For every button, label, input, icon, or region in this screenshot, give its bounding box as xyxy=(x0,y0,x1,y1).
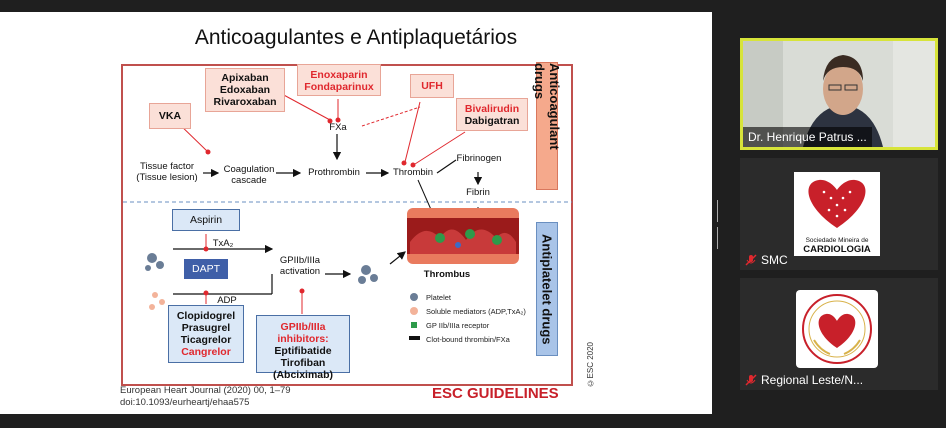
tissue-factor-line1: Tissue factor xyxy=(139,161,195,172)
fxa-label: FXa xyxy=(329,122,347,133)
participant-namebar: Regional Leste/N... xyxy=(740,370,868,390)
gp-inhibitors-heading: GPIIb/IIIa inhibitors: xyxy=(277,321,329,345)
txa2-label: TxA₂ xyxy=(212,238,234,249)
shared-slide: Anticoagulantes e Antiplaquetários xyxy=(0,12,712,414)
gp-activation-line2: activation xyxy=(279,266,321,277)
participant-tile-smc[interactable]: Sociedade Mineira de CARDIOLOGIA SMC xyxy=(740,158,938,270)
participant-tile-speaker[interactable]: Dr. Henrique Patrus ... xyxy=(740,38,938,150)
coagulation-cascade-label: Coagulation cascade xyxy=(220,164,278,186)
regional-seal-icon xyxy=(802,294,872,364)
fibrin-label: Fibrin xyxy=(466,187,490,198)
aspirin-box: Aspirin xyxy=(172,209,240,231)
direct-thrombin-inhibitors-box: Bivalirudin Dabigatran xyxy=(456,98,528,131)
tissue-factor-line2: (Tissue lesion) xyxy=(136,172,198,183)
legend-soluble-mediators: Soluble mediators (ADP,TxA₂) xyxy=(426,307,526,316)
drug-abciximab: (Abciximab) xyxy=(272,369,334,381)
drug-ticagrelor: Ticagrelor xyxy=(180,334,232,346)
participant-namebar: SMC xyxy=(740,250,793,270)
slide-title: Anticoagulantes e Antiplaquetários xyxy=(194,26,518,49)
copyright: ©ESC 2020 xyxy=(586,342,595,388)
participant-name: Dr. Henrique Patrus ... xyxy=(743,127,872,147)
adp-label: ADP xyxy=(217,295,237,306)
drug-apixaban: Apixaban xyxy=(221,72,269,84)
coag-line1: Coagulation xyxy=(223,164,275,175)
smc-logo-line2: CARDIOLOGIA xyxy=(803,244,871,255)
participant-name: SMC xyxy=(761,253,788,267)
drug-cangrelor: Cangrelor xyxy=(181,346,231,358)
antiplatelet-tab: Antiplatelet drugs xyxy=(536,222,558,356)
legend-gp-receptor: GP IIb/IIIa receptor xyxy=(426,321,490,330)
thrombin-label: Thrombin xyxy=(392,167,434,178)
fibrinogen-label: Fibrinogen xyxy=(456,153,502,164)
diagram-arrows xyxy=(123,73,572,340)
smc-logo: Sociedade Mineira de CARDIOLOGIA xyxy=(794,172,880,256)
drug-dabigatran: Dabigatran xyxy=(464,115,520,127)
vka-box: VKA xyxy=(149,103,191,129)
drug-eptifibatide: Eptifibatide xyxy=(274,345,332,357)
thrombus-illustration xyxy=(407,208,519,264)
tissue-factor-label: Tissue factor (Tissue lesion) xyxy=(130,161,204,183)
muted-mic-icon xyxy=(745,374,757,386)
drug-bivalirudin: Bivalirudin xyxy=(464,103,520,115)
coag-line2: cascade xyxy=(231,175,267,186)
muted-mic-icon xyxy=(745,254,757,266)
ufh-box: UFH xyxy=(410,74,454,98)
thrombus-label: Thrombus xyxy=(423,269,471,280)
drug-enoxaparin: Enoxaparin xyxy=(310,69,368,81)
drug-edoxaban: Edoxaban xyxy=(219,84,271,96)
drug-clopidogrel: Clopidogrel xyxy=(176,310,236,322)
heart-icon xyxy=(808,179,866,228)
drug-tirofiban: Tirofiban xyxy=(280,357,326,369)
citation: European Heart Journal (2020) 00, 1–79 d… xyxy=(120,385,291,409)
prothrombin-label: Prothrombin xyxy=(308,167,360,178)
smc-logo-line1: Sociedade Mineira de xyxy=(805,237,869,244)
p2y12-inhibitors-box: Clopidogrel Prasugrel Ticagrelor Cangrel… xyxy=(168,305,244,363)
drug-prasugrel: Prasugrel xyxy=(181,322,231,334)
esc-guidelines-logo: ESC GUIDELINES xyxy=(432,385,559,402)
dapt-box: DAPT xyxy=(184,259,228,279)
legend-platelet: Platelet xyxy=(426,293,452,302)
participant-tile-regional[interactable]: Regional Leste/N... xyxy=(740,278,938,390)
panel-resize-handle[interactable] xyxy=(717,200,722,249)
drug-fondaparinux: Fondaparinux xyxy=(304,81,374,93)
factor-xa-inhibitors-box: Apixaban Edoxaban Rivaroxaban xyxy=(205,68,285,112)
citation-doi: doi:10.1093/eurheartj/ehaa575 xyxy=(120,397,250,408)
legend-clot-bound: Clot-bound thrombin/FXa xyxy=(426,335,510,344)
citation-line1: European Heart Journal (2020) 00, 1–79 xyxy=(120,385,291,396)
drug-rivaroxaban: Rivaroxaban xyxy=(213,96,277,108)
gp-inhibitors-box: GPIIb/IIIa inhibitors: Eptifibatide Tiro… xyxy=(256,315,350,381)
heparin-box: Enoxaparin Fondaparinux xyxy=(297,64,381,96)
gp-activation-line1: GPIIb/IIIa xyxy=(279,255,321,266)
participant-name: Regional Leste/N... xyxy=(761,373,864,387)
gp-activation-label: GPIIb/IIIa activation xyxy=(270,255,330,277)
regional-logo xyxy=(796,290,878,368)
anticoagulant-tab: Anticoagulant drugs xyxy=(532,62,562,190)
